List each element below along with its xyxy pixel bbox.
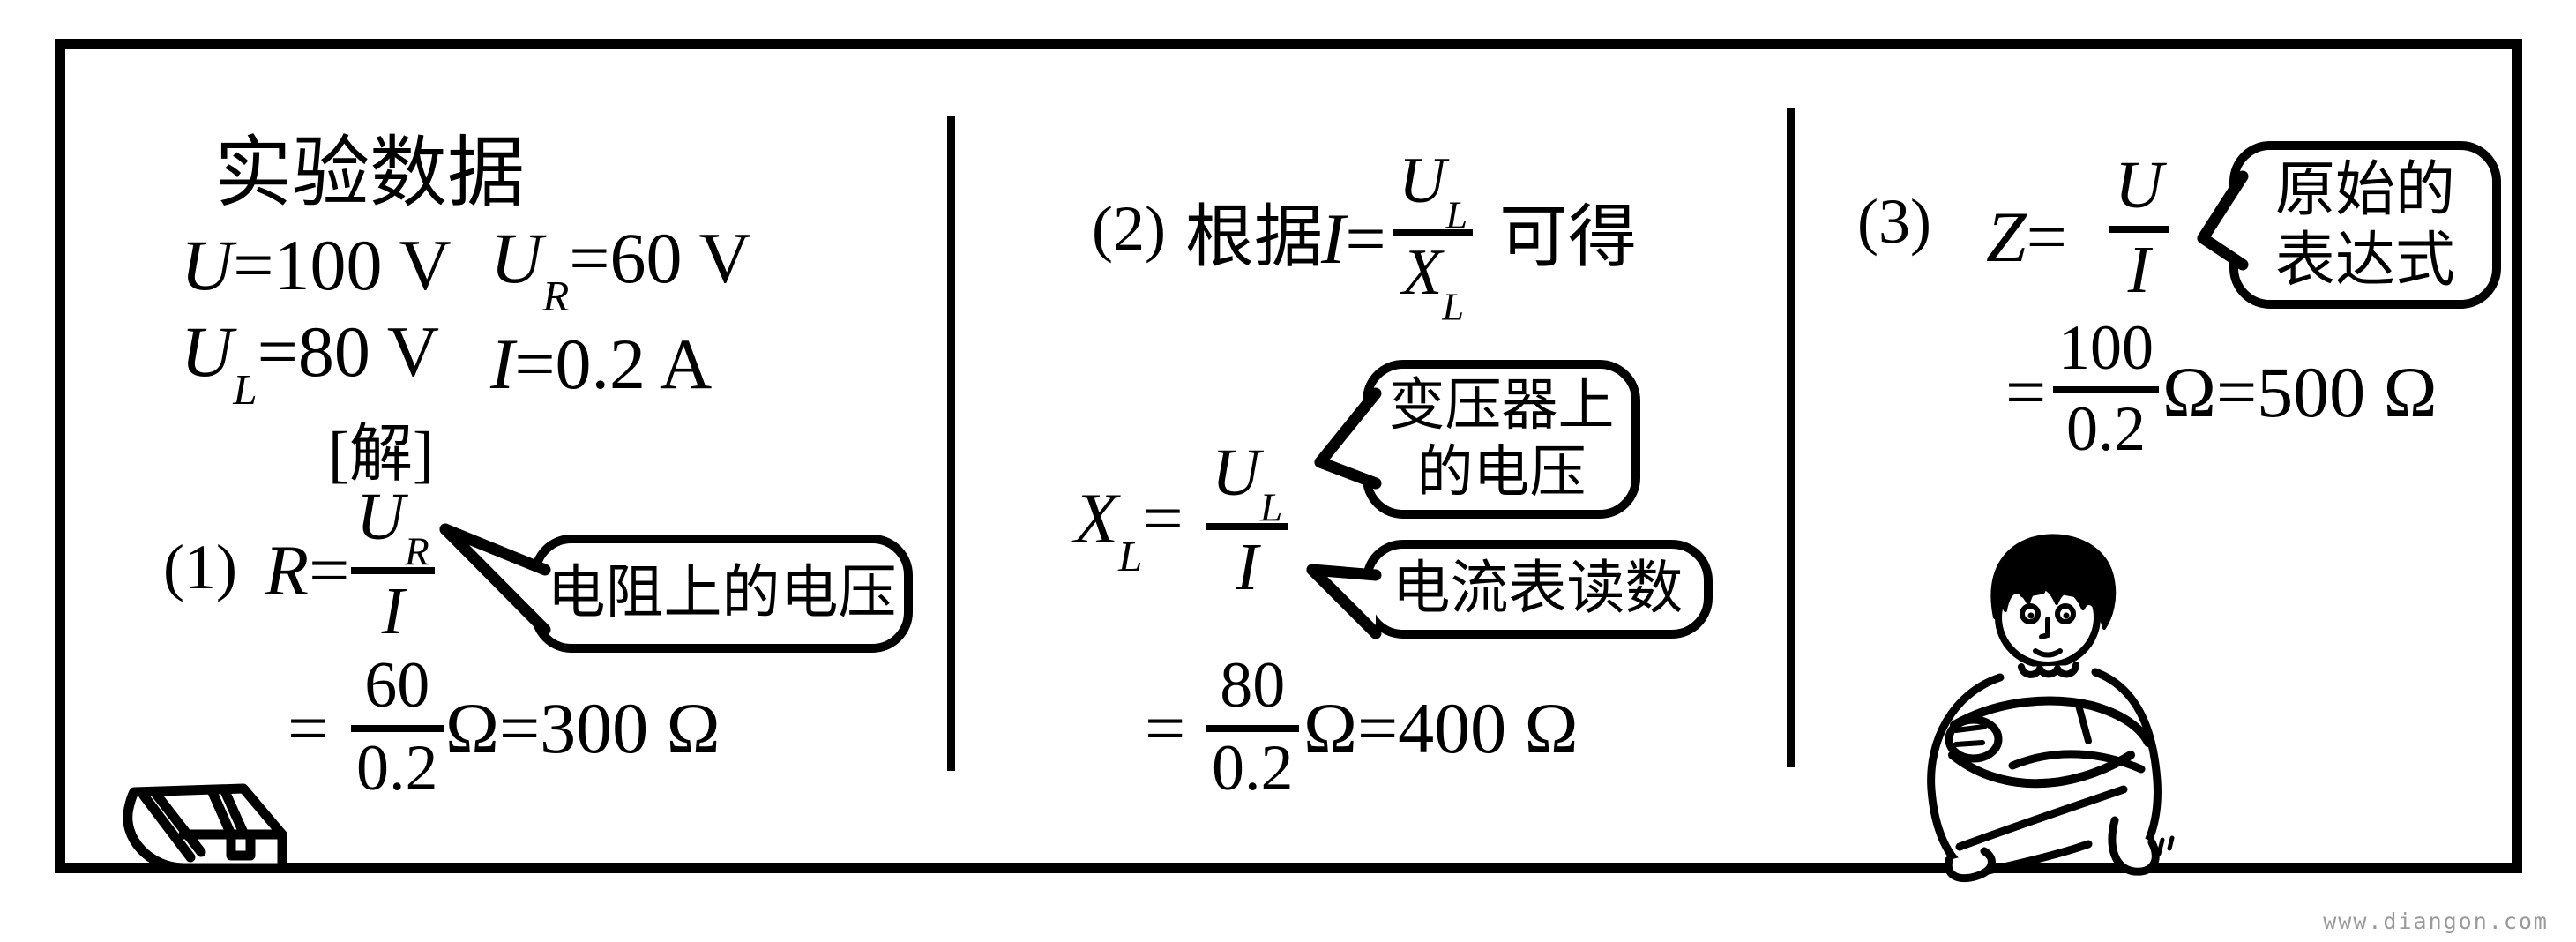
step2-premise-suffix: 可得 [1499,198,1638,275]
fraction-bar [2109,226,2169,233]
step2-fraction: UL I [1206,439,1288,601]
step2-lhs: XL= [1074,478,1183,581]
fraction-bar [1206,725,1299,732]
step1-result-value: Ω=300 Ω [445,688,721,768]
fraction-bar [351,725,444,732]
step2-callout-lower-bubble: 电流表读数 [1363,540,1713,639]
step1-fraction: UR I [351,483,435,645]
measurement-ur: UR=60 V [490,218,751,321]
step2-result-equals: = [1145,688,1186,768]
measurement-ul: UL=80 V [181,311,440,415]
step1-lhs: R= [265,530,350,610]
step2-result-fraction: 80 0.2 [1206,653,1299,801]
step2-premise-prefix: 根据 [1185,198,1324,275]
column-divider-1 [947,116,955,771]
column-divider-2 [1787,108,1795,767]
step3-callout-bubble: 原始的 表达式 [2229,141,2501,309]
solution-label: [解] [328,419,434,490]
step2-premise-lhs: I= [1321,198,1386,279]
fraction-bar [1393,229,1474,237]
step2-index: (2) [1092,193,1166,264]
step3-fraction: U I [2109,152,2169,303]
fraction-bar [1206,522,1288,530]
step2-callout-upper-bubble: 变压器上 的电压 [1363,360,1640,519]
step2-result-value: Ω=400 Ω [1303,688,1579,768]
step3-result-value: Ω=500 Ω [2162,352,2438,432]
watermark-text: www.diangon.com [2323,908,2549,934]
step3-result-fraction: 100 0.2 [2053,316,2159,460]
step3-result-equals: = [2005,352,2047,432]
step3-lhs: Z= [1986,197,2067,277]
fraction-bar [2053,386,2159,393]
step1-result-equals: = [287,688,329,768]
figure-frame [55,39,2522,873]
step3-index: (3) [1857,186,1931,257]
step2-premise-fraction: UL XL [1393,148,1474,326]
fraction-bar [351,566,435,574]
measurement-i: I=0.2 A [490,324,713,404]
experiment-data-title: 实验数据 [214,131,526,217]
step1-index: (1) [163,532,237,602]
step1-result-fraction: 60 0.2 [351,653,444,801]
step1-callout-bubble: 电阻上的电压 [531,535,913,653]
measurement-u: U=100 V [181,225,452,305]
